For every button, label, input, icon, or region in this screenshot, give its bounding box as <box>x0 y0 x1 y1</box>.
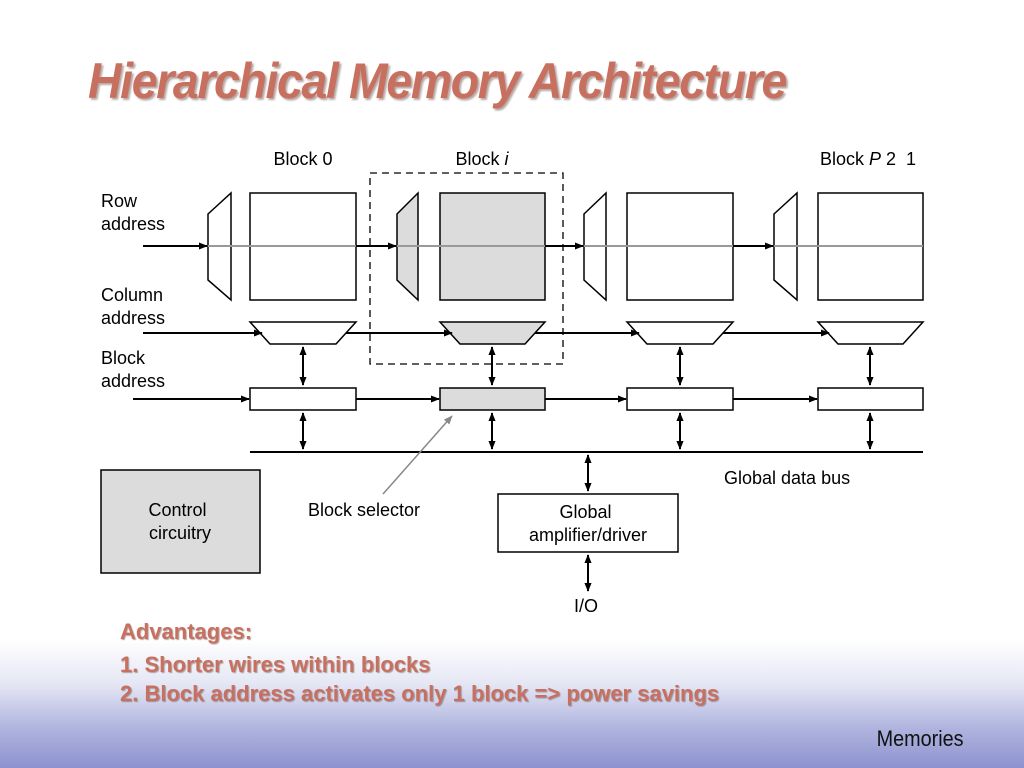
block-i-highlight-frame <box>369 172 564 365</box>
block-selector-label: Block selector <box>308 500 420 520</box>
control-circuitry-box <box>100 469 261 574</box>
block-selector-0 <box>249 387 357 411</box>
column-decoder-i <box>438 321 547 345</box>
block-selector-p <box>817 387 924 411</box>
memory-architecture-diagram: Block 0 Block i Block P 2 1 Row address … <box>100 149 925 616</box>
column-decoder-p <box>816 321 925 345</box>
column-decoder-2 <box>625 321 735 345</box>
block-address-label: Block address <box>101 348 165 391</box>
control-circuitry-label: Control circuitry <box>148 500 211 543</box>
slide-title: Hierarchical Memory Architecture <box>88 53 787 109</box>
io-label: I/O <box>574 596 598 616</box>
block-selector-pointer <box>382 415 453 495</box>
slide-footer: Memories <box>877 726 964 751</box>
block-selector-2 <box>626 387 734 411</box>
global-amplifier-label: Global amplifier/driver <box>529 502 647 545</box>
block-selector-i <box>439 387 546 411</box>
advantage-item-2: 2. Block address activates only 1 block … <box>120 681 720 706</box>
row-address-label: Row address <box>101 191 165 234</box>
footer-gradient-band <box>0 640 1024 768</box>
block-0-label: Block 0 <box>273 149 332 169</box>
global-data-bus-label: Global data bus <box>724 468 850 488</box>
block-p-minus-1-label: Block P 2 1 <box>820 149 916 169</box>
block-i-label: Block i <box>455 149 509 169</box>
column-decoder-0 <box>248 321 358 345</box>
column-address-label: Column address <box>101 285 168 328</box>
advantages-heading: Advantages: <box>120 619 253 644</box>
advantage-item-1: 1. Shorter wires within blocks <box>120 652 431 677</box>
global-amplifier-driver <box>497 493 679 553</box>
